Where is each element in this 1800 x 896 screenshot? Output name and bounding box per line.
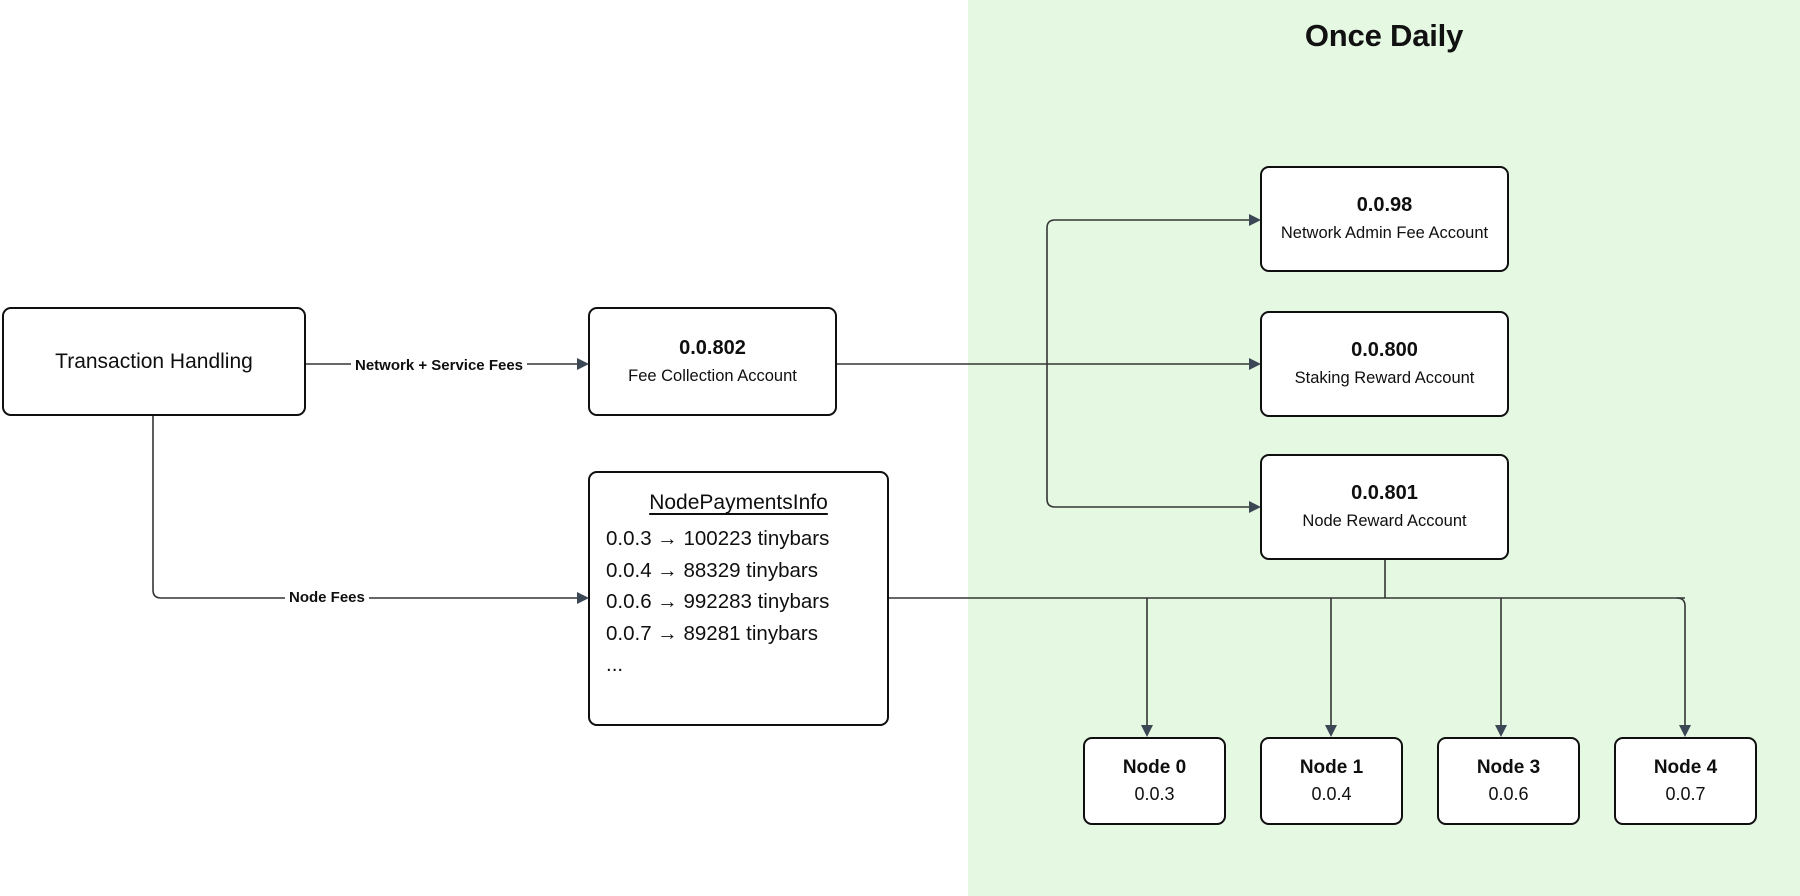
node-4-label: Node 4 [1653,757,1718,779]
node-1-label: Node 1 [1299,757,1364,779]
account-800-name: Staking Reward Account [1294,369,1475,388]
edge-label-node-fees: Node Fees [285,589,369,606]
node-payments-info-heading: NodePaymentsInfo [649,491,828,514]
node-box-node-4[interactable]: Node 4 0.0.7 [1614,737,1757,825]
edge-txn-to-node-payments [152,416,577,599]
node-3-label: Node 3 [1476,757,1541,779]
node-0-account: 0.0.3 [1134,783,1175,804]
fee-collection-account-name: Fee Collection Account [628,366,797,385]
node-fee-collection-account[interactable]: 0.0.802 Fee Collection Account [588,307,837,416]
node-payments-info-rows: 0.0.3 → 100223 tinybars 0.0.4 → 88329 ti… [590,523,887,681]
node-payments-row: 0.0.7 → 89281 tinybars [606,621,818,645]
node-box-node-3[interactable]: Node 3 0.0.6 [1437,737,1580,825]
node-box-node-1[interactable]: Node 1 0.0.4 [1260,737,1403,825]
node-3-account: 0.0.6 [1488,783,1529,804]
node-0-label: Node 0 [1122,757,1187,779]
node-node-reward-account[interactable]: 0.0.801 Node Reward Account [1260,454,1509,560]
account-98-name: Network Admin Fee Account [1280,224,1489,243]
node-transaction-handling[interactable]: Transaction Handling [2,307,306,416]
account-800-id: 0.0.800 [1351,339,1418,362]
node-box-node-0[interactable]: Node 0 0.0.3 [1083,737,1226,825]
node-payments-row: 0.0.3 → 100223 tinybars [606,527,830,550]
account-801-name: Node Reward Account [1302,512,1467,531]
node-payments-row-ellipsis: ... [606,653,624,677]
node-staking-reward-account[interactable]: 0.0.800 Staking Reward Account [1260,311,1509,417]
fee-collection-account-id: 0.0.802 [679,336,746,359]
node-1-account: 0.0.4 [1311,783,1352,804]
node-4-account: 0.0.7 [1665,783,1706,804]
node-network-admin-fee-account[interactable]: 0.0.98 Network Admin Fee Account [1260,166,1509,272]
edge-label-network-service-fees: Network + Service Fees [351,357,528,374]
account-98-id: 0.0.98 [1356,194,1413,217]
node-payments-row: 0.0.6 → 992283 tinybars [606,590,830,614]
transaction-handling-label: Transaction Handling [55,349,253,373]
node-payments-row: 0.0.4 → 88329 tinybars [606,558,818,582]
once-daily-title: Once Daily [1304,18,1464,53]
node-payments-info-table[interactable]: NodePaymentsInfo 0.0.3 → 100223 tinybars… [588,471,889,726]
account-801-id: 0.0.801 [1351,482,1418,505]
